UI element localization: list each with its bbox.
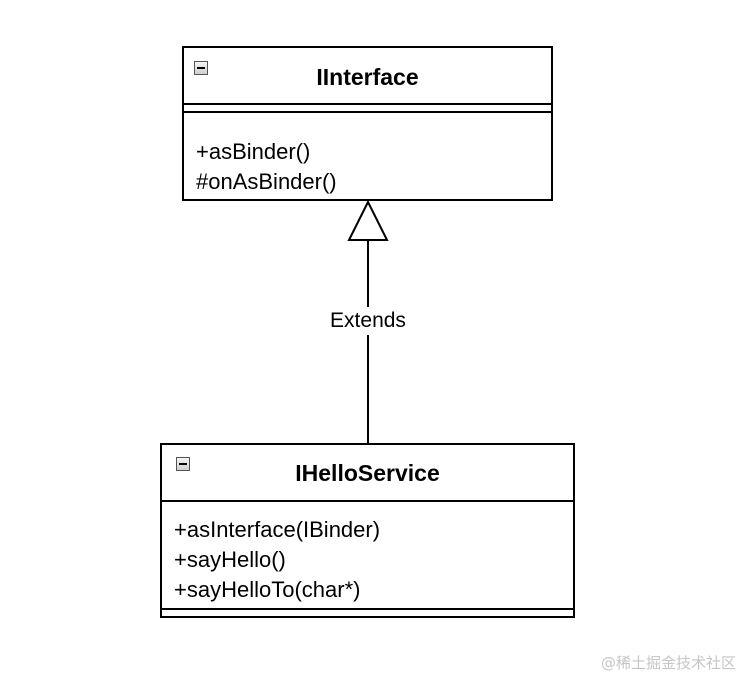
operation-as-binder: +asBinder() [196,139,311,164]
operation-on-as-binder: #onAsBinder() [196,169,337,194]
class-name: IInterface [316,64,419,90]
class-name: IHelloService [295,460,440,486]
attributes-divider [184,103,551,105]
operation-say-hello: +sayHello() [174,547,286,572]
inheritance-arrowhead [347,199,389,241]
operation-as-interface: +asInterface(IBinder) [174,517,381,542]
relationship-label[interactable]: Extends [318,307,418,335]
operations-list: +asBinder() #onAsBinder() [196,137,337,197]
operations-list: +asInterface(IBinder) +sayHello() +sayHe… [174,515,380,605]
attributes-divider [162,500,573,502]
operations-divider [184,111,551,113]
collapse-minus-icon[interactable] [176,457,190,471]
class-ihelloservice[interactable]: IHelloService +asInterface(IBinder) +say… [160,443,575,618]
watermark: @稀土掘金技术社区 [600,654,736,672]
collapse-minus-icon[interactable] [194,61,208,75]
class-iinterface[interactable]: IInterface +asBinder() #onAsBinder() [182,46,553,201]
bottom-divider [162,608,573,610]
operation-say-hello-to: +sayHelloTo(char*) [174,577,361,602]
